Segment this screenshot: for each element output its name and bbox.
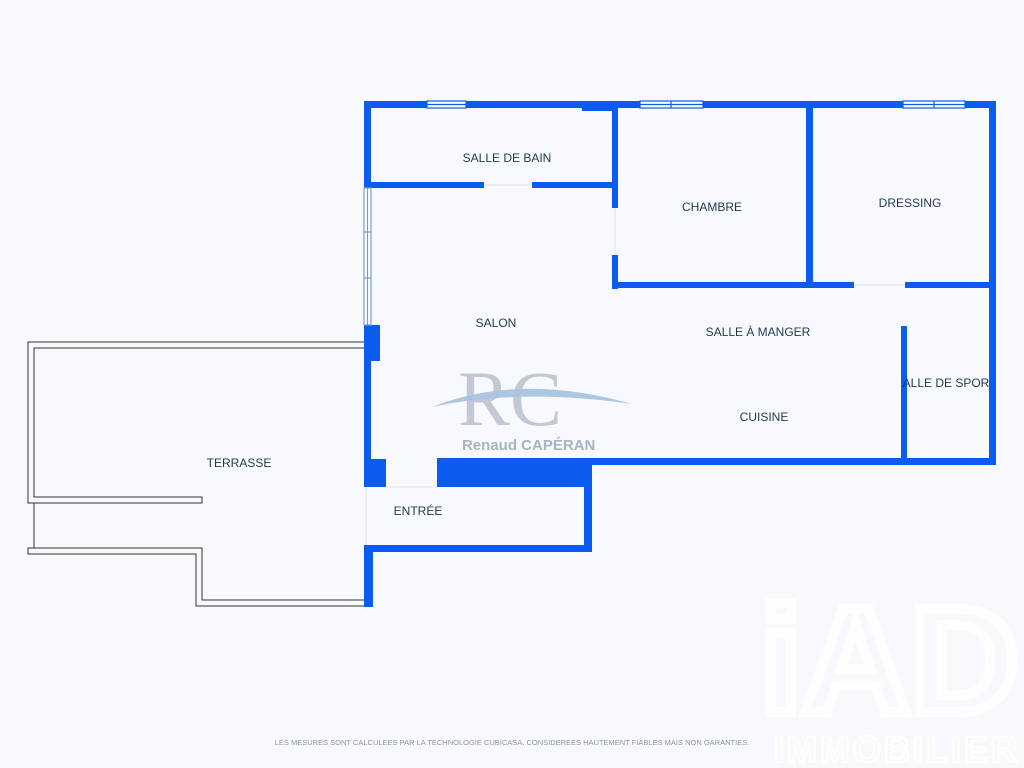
room-labels: SALLE DE BAIN CHAMBRE DRESSING SALON SAL…: [207, 151, 990, 518]
room-label-salle-de-sport: ALLE DE SPOR: [903, 376, 990, 390]
rc-agent-name: Renaud CAPÉRAN: [462, 437, 595, 454]
window-salon: [363, 187, 372, 326]
walls: [364, 101, 996, 607]
iad-subtitle-text: IMMOBILIER: [774, 729, 1020, 768]
footer-disclaimer: LES MESURES SONT CALCULEES PAR LA TECHNO…: [275, 738, 750, 747]
room-label-entree: ENTRÉE: [394, 503, 443, 518]
terrace-outline: [27, 341, 367, 607]
room-label-dressing: DRESSING: [879, 196, 942, 210]
room-label-salon: SALON: [476, 316, 517, 330]
window-chambre: [639, 100, 704, 109]
window-dressing: [902, 100, 966, 109]
room-label-chambre: CHAMBRE: [682, 200, 742, 214]
windows: [363, 100, 966, 326]
rc-logo-wave: [432, 388, 632, 407]
iad-watermark: iAD IMMOBILIER: [755, 571, 1023, 768]
window-bathroom: [426, 100, 467, 109]
room-label-salle-de-bain: SALLE DE BAIN: [463, 151, 552, 165]
rc-watermark: RC Renaud CAPÉRAN: [432, 355, 632, 454]
iad-logo-text: iAD: [760, 576, 1018, 744]
room-label-cuisine: CUISINE: [740, 410, 789, 424]
room-label-salle-a-manger: SALLE À MANGER: [706, 324, 811, 339]
door-gaps: [365, 184, 905, 545]
room-label-terrasse: TERRASSE: [207, 456, 272, 470]
